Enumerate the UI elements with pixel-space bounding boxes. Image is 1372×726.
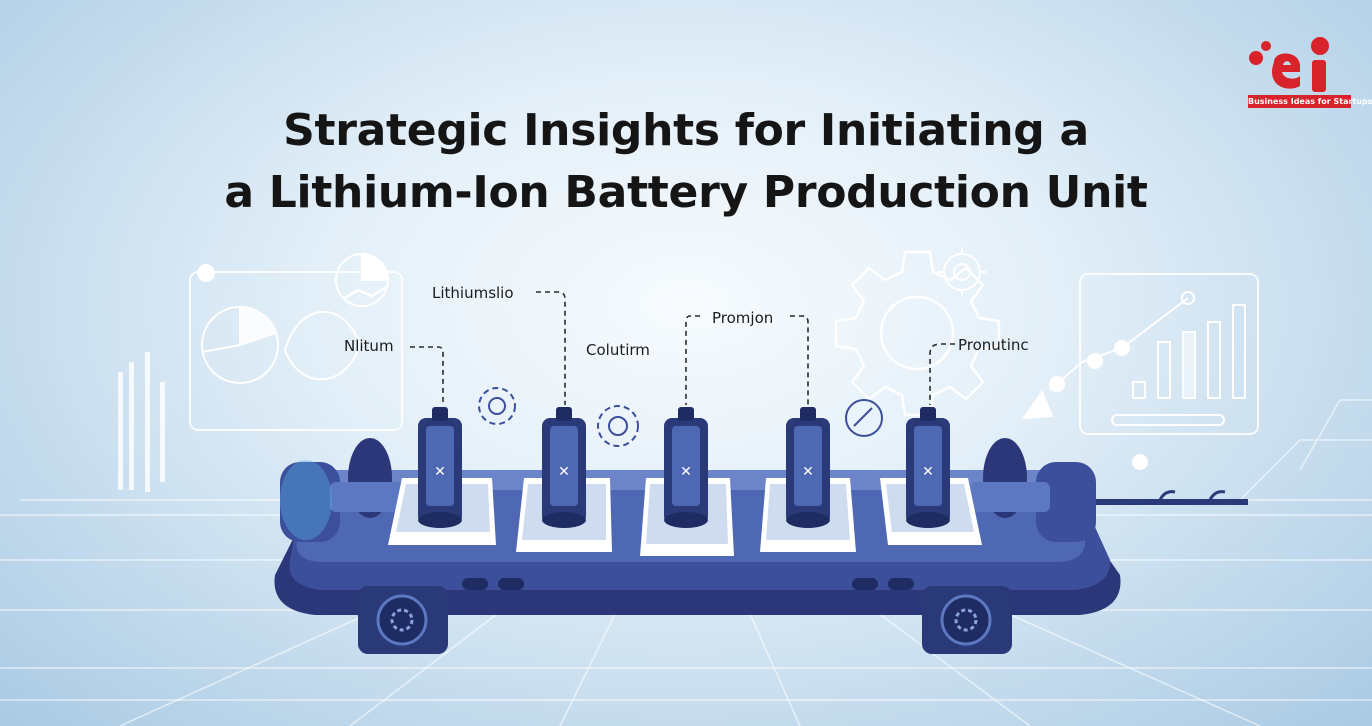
label-pronutinc: Pronutinc bbox=[958, 336, 1029, 354]
small-pie-icon bbox=[335, 252, 390, 307]
station-3: ✕ bbox=[640, 407, 734, 556]
station-1: ✕ bbox=[388, 407, 496, 545]
svg-text:✕: ✕ bbox=[802, 464, 814, 480]
svg-text:✕: ✕ bbox=[922, 464, 934, 480]
pie-chart-icon bbox=[201, 305, 279, 384]
svg-text:✕: ✕ bbox=[558, 464, 570, 480]
left-foot bbox=[358, 586, 448, 654]
right-roller bbox=[970, 438, 1248, 542]
svg-text:✕: ✕ bbox=[434, 464, 446, 480]
gear-icon bbox=[834, 250, 1001, 417]
page-title: Strategic Insights for Initiating a a Li… bbox=[0, 100, 1372, 224]
dial-icons bbox=[478, 387, 883, 447]
battery-icon: ✕ bbox=[664, 407, 708, 528]
battery-stations: ✕ ✕ bbox=[388, 407, 982, 556]
station-4: ✕ bbox=[760, 407, 856, 552]
label-lithiumslio: Lithiumslio bbox=[432, 284, 514, 302]
logo-tagline: Business Ideas for Startups bbox=[1248, 95, 1372, 108]
station-5: ✕ bbox=[880, 407, 982, 545]
label-colutirm: Colutirm bbox=[586, 341, 650, 359]
title-line-2: a Lithium-Ion Battery Production Unit bbox=[224, 167, 1148, 218]
label-nitium: Nlitum bbox=[344, 337, 394, 355]
battery-icon: ✕ bbox=[786, 407, 830, 528]
svg-text:✕: ✕ bbox=[680, 464, 692, 480]
battery-icon: ✕ bbox=[542, 407, 586, 528]
pie-chart-panel bbox=[189, 252, 403, 431]
label-promjon: Promjon bbox=[712, 309, 774, 327]
front-slots bbox=[462, 578, 914, 590]
battery-icon: ✕ bbox=[906, 407, 950, 528]
station-2: ✕ bbox=[516, 407, 612, 552]
right-foot bbox=[922, 586, 1012, 654]
label-leaders bbox=[410, 291, 955, 405]
left-roller bbox=[280, 438, 410, 542]
title-line-1: Strategic Insights for Initiating a bbox=[283, 105, 1089, 156]
side-bars bbox=[118, 352, 165, 492]
battery-icon: ✕ bbox=[418, 407, 462, 528]
small-gear-icon bbox=[938, 248, 986, 296]
bar-chart-icon bbox=[1132, 304, 1246, 399]
bar-chart-panel bbox=[1021, 273, 1259, 470]
logo-icon bbox=[1249, 37, 1329, 92]
